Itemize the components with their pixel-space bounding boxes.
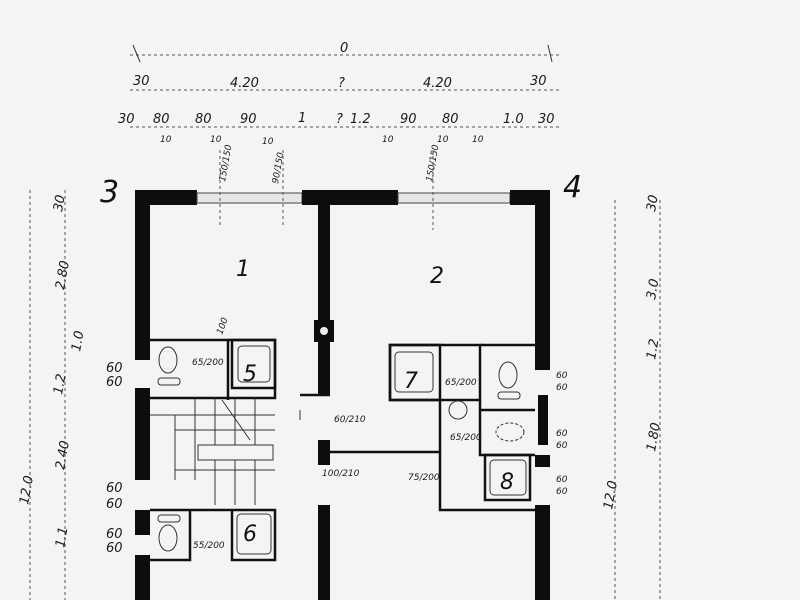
dim-total: 0 bbox=[340, 41, 348, 56]
dim-left: 1.1 bbox=[53, 526, 71, 549]
dim-right-total: 12.0 bbox=[601, 480, 621, 511]
room-number: 8 bbox=[500, 470, 514, 495]
dim-top: 80 bbox=[442, 112, 459, 127]
dim-left-total: 12.0 bbox=[17, 475, 37, 506]
door-label: 65/200 bbox=[450, 433, 482, 443]
walls bbox=[135, 190, 550, 600]
dim-left: 2.40 bbox=[53, 440, 73, 471]
room-number: 6 bbox=[243, 522, 257, 547]
dim-left: 1.0 bbox=[69, 330, 87, 353]
dim-top: ? bbox=[336, 112, 343, 127]
dim-sub: 10 bbox=[472, 135, 484, 145]
dim-right: 30 bbox=[644, 194, 662, 213]
opening-right: 60 bbox=[556, 475, 568, 485]
room-number: 5 bbox=[243, 362, 257, 387]
door-label: 60/210 bbox=[334, 415, 366, 425]
dim-top: 4.20 bbox=[423, 76, 452, 91]
door-label: 65/200 bbox=[445, 378, 477, 388]
dim-right: 1.2 bbox=[644, 338, 662, 361]
door-label: 75/200 bbox=[408, 473, 440, 483]
dim-top: 30 bbox=[538, 112, 555, 127]
top-dimension-lines bbox=[130, 44, 560, 128]
dim-top: 30 bbox=[530, 74, 547, 89]
dim-left: 1.2 bbox=[51, 373, 69, 396]
opening-right: 60 bbox=[556, 383, 568, 393]
dim-sub: 10 bbox=[382, 135, 394, 145]
dim-top: 1.0 bbox=[503, 112, 524, 127]
door-label: 65/200 bbox=[192, 358, 224, 368]
dim-right: 3.0 bbox=[644, 278, 662, 301]
opening-left: 60 bbox=[106, 481, 123, 496]
dim-top: 80 bbox=[153, 112, 170, 127]
opening-left: 60 bbox=[106, 375, 123, 390]
dim-sub: 10 bbox=[210, 135, 222, 145]
window-height: 90/150 bbox=[271, 151, 286, 184]
dim-top: 30 bbox=[133, 74, 150, 89]
axis-label-3: 3 bbox=[100, 175, 119, 210]
room-number: 1 bbox=[236, 257, 250, 282]
dim-top: 30 bbox=[118, 112, 135, 127]
opening-left: 60 bbox=[106, 541, 123, 556]
opening-right: 60 bbox=[556, 371, 568, 381]
dim-sub: 10 bbox=[262, 137, 274, 147]
partitions bbox=[150, 150, 535, 562]
opening-right: 60 bbox=[556, 429, 568, 439]
door-label: 100 bbox=[215, 316, 230, 336]
dim-top: 1.2 bbox=[350, 112, 371, 127]
opening-left: 60 bbox=[106, 497, 123, 512]
dim-top: ? bbox=[338, 76, 345, 91]
opening-left: 60 bbox=[106, 361, 123, 376]
axis-label-4: 4 bbox=[563, 170, 582, 205]
opening-right: 60 bbox=[556, 487, 568, 497]
door-label: 100/210 bbox=[322, 469, 360, 479]
dim-top: 1 bbox=[298, 111, 306, 126]
dim-top: 4.20 bbox=[230, 76, 259, 91]
dim-left: 30 bbox=[51, 194, 69, 213]
room-number: 7 bbox=[404, 369, 418, 394]
room-number: 2 bbox=[430, 264, 444, 289]
dim-sub: 10 bbox=[437, 135, 449, 145]
dim-top: 80 bbox=[195, 112, 212, 127]
dim-left: 2.80 bbox=[53, 260, 73, 291]
dim-top: 90 bbox=[240, 112, 257, 127]
window-height: 150/150 bbox=[218, 144, 234, 183]
dim-right: 1.80 bbox=[644, 422, 664, 453]
opening-right: 60 bbox=[556, 441, 568, 451]
opening-left: 60 bbox=[106, 527, 123, 542]
dim-sub: 10 bbox=[160, 135, 172, 145]
door-label: 55/200 bbox=[193, 541, 225, 551]
dim-top: 90 bbox=[400, 112, 417, 127]
